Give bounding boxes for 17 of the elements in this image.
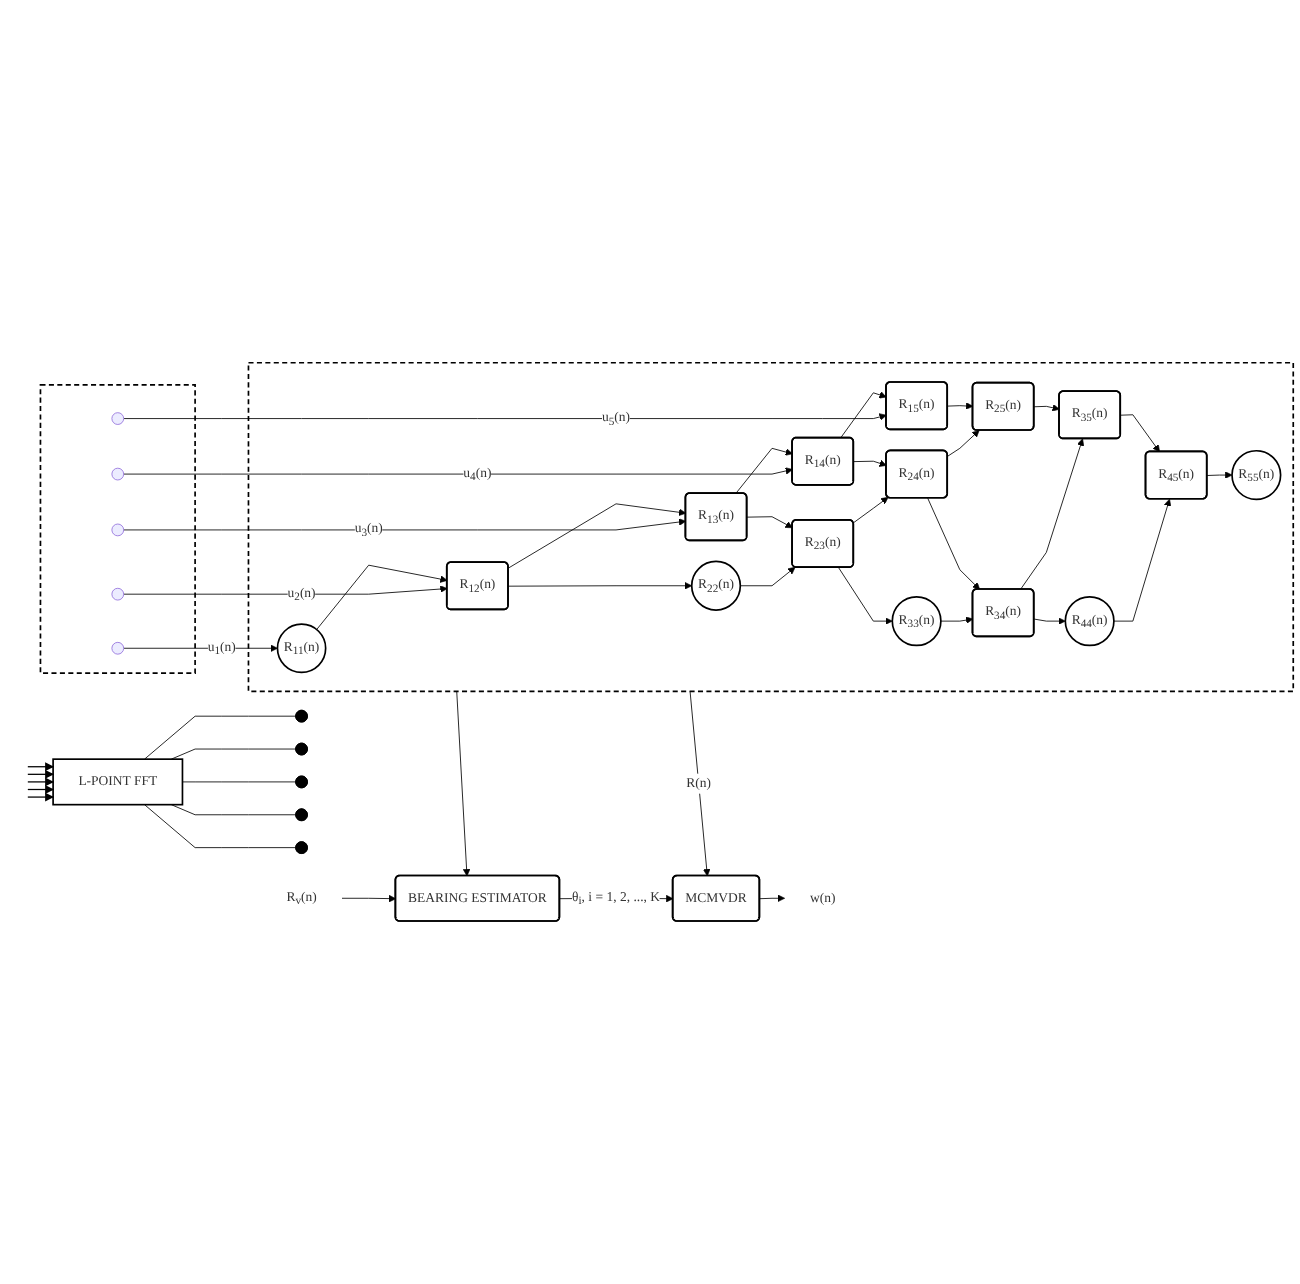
arrow: [27, 777, 54, 786]
arrow: [27, 761, 54, 771]
cluster: [247, 361, 1295, 692]
node-circle: [111, 411, 125, 425]
connector: [144, 803, 297, 848]
connector: [170, 748, 297, 760]
node-circle: [111, 587, 125, 601]
node-circle: [111, 467, 125, 481]
node-circle: [111, 523, 125, 536]
arrow: [27, 784, 54, 794]
connector: [144, 715, 297, 760]
connector: [182, 781, 297, 782]
arrow: [27, 792, 54, 802]
node-circle: [111, 641, 125, 655]
arrow: [27, 769, 54, 779]
connector: [170, 803, 297, 815]
cluster: [39, 383, 196, 674]
